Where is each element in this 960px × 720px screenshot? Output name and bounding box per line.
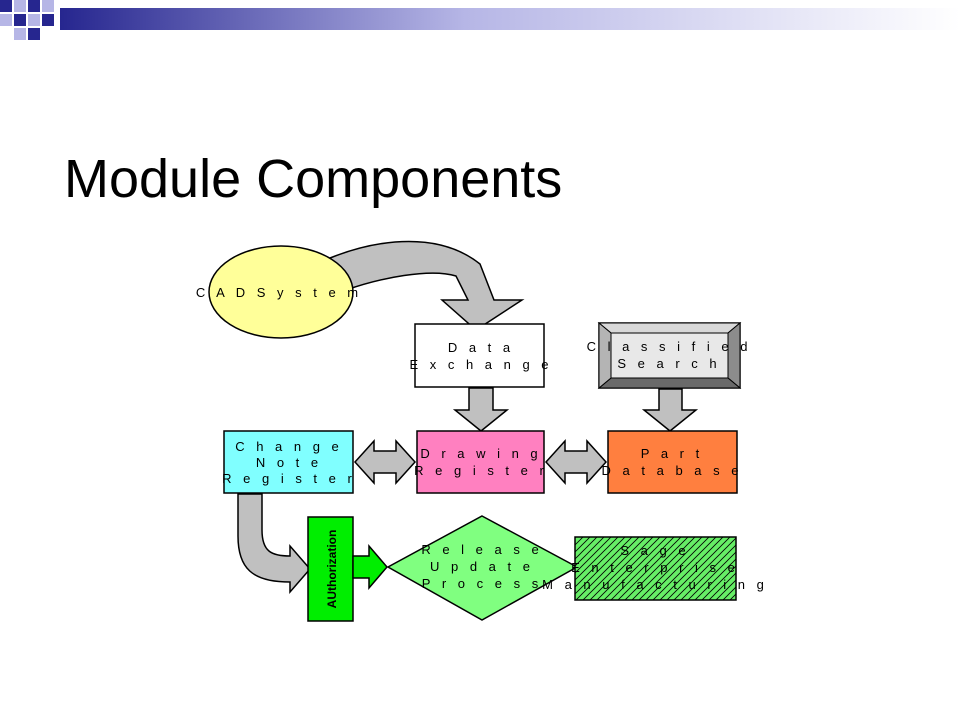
sage-label-2: E n t e r p r i s e (571, 560, 739, 575)
cad-system-label: C A D S y s t e m (196, 285, 362, 300)
sage-enterprise-node: S a g e E n t e r p r i s e M a n u f a … (542, 536, 768, 601)
change-note-drawing-double-arrow (353, 439, 417, 485)
classified-search-node: C l a s s i f i e d S e a r c h (587, 321, 752, 390)
part-database-label-1: P a r t (641, 446, 703, 461)
change-note-label-1: C h a n g e (235, 439, 343, 454)
classified-search-to-part-arrow (641, 388, 699, 432)
drawing-register-label-2: R e g i s t e r (414, 463, 548, 478)
change-note-label-2: N o t e (256, 455, 322, 470)
change-note-register-node: C h a n g e N o t e R e g i s t e r (222, 430, 356, 494)
release-update-process-node: R e l e a s e U p d a t e P r o c e s s (386, 515, 579, 621)
release-label-1: R e l e a s e (421, 542, 542, 557)
cad-system-node: C A D S y s t e m (196, 245, 362, 339)
classified-search-label-2: S e a r c h (617, 356, 720, 371)
drawing-register-label-1: D r a w i n g (420, 446, 541, 461)
title-banner (0, 0, 960, 40)
data-exchange-label-1: D a t a (448, 340, 514, 355)
sage-label-3: M a n u f a c t u r i n g (542, 577, 768, 592)
page-title: Module Components (64, 149, 563, 209)
release-label-2: U p d a t e (430, 559, 534, 574)
drawing-register-node: D r a w i n g R e g i s t e r (414, 430, 548, 494)
banner-squares (0, 0, 54, 40)
authorization-node: AUthorization (307, 516, 354, 622)
change-note-to-authorization-arrow (237, 493, 311, 595)
part-database-label-2: D a t a b a s e (602, 463, 743, 478)
authorization-to-release-arrow (352, 543, 388, 591)
data-exchange-to-drawing-arrow (452, 387, 510, 432)
part-database-node: P a r t D a t a b a s e (602, 430, 743, 494)
release-label-3: P r o c e s s (422, 576, 542, 591)
change-note-label-3: R e g i s t e r (222, 471, 356, 486)
sage-label-1: S a g e (620, 543, 689, 558)
drawing-part-double-arrow (544, 439, 608, 485)
classified-search-label-1: C l a s s i f i e d (587, 339, 752, 354)
data-exchange-node: D a t a E x c h a n g e (409, 323, 552, 388)
data-exchange-label-2: E x c h a n g e (409, 357, 552, 372)
authorization-label: AUthorization (325, 530, 339, 609)
cad-to-data-exchange-arrow (328, 240, 525, 331)
